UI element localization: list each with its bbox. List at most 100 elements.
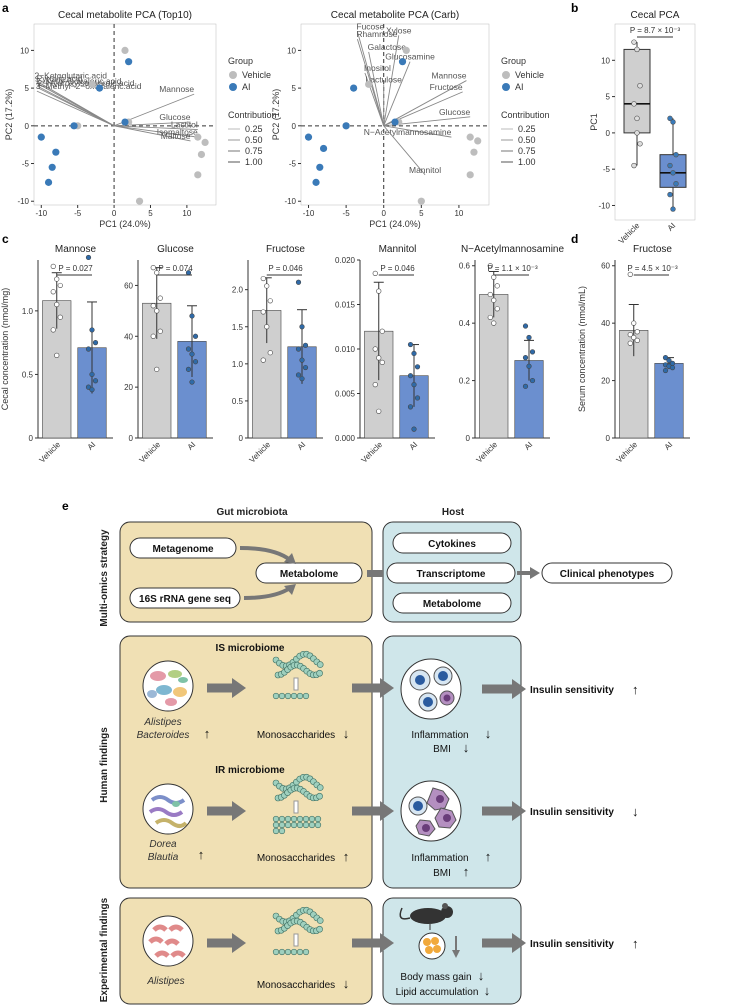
x-tick-label: Vehicle — [617, 221, 642, 246]
free-monosaccharide — [278, 948, 286, 956]
data-point — [264, 283, 270, 289]
arrowhead-is-1 — [232, 678, 246, 698]
y-tick-label: 0.010 — [335, 345, 356, 354]
data-point — [627, 332, 633, 338]
data-point — [89, 371, 95, 378]
legend-title: Group — [228, 56, 253, 66]
pill-metabolome-host-label: Metabolome — [423, 599, 482, 610]
pill-16s — [129, 587, 241, 609]
data-point — [154, 308, 160, 314]
free-monosaccharide — [314, 821, 322, 829]
contribution-item: 0.50 — [245, 135, 263, 145]
data-point-vehicle — [135, 197, 144, 205]
data-point — [414, 395, 421, 401]
free-monosaccharide — [272, 827, 280, 835]
data-point-ai — [44, 178, 53, 186]
data-point — [50, 289, 56, 295]
y-tick-label: 10 — [287, 46, 296, 55]
data-point — [491, 320, 497, 326]
plot-frame — [33, 23, 217, 206]
loading-label: Xylose — [386, 25, 412, 35]
data-point — [376, 288, 382, 294]
bar-chart-6: Mannitol0.0000.0050.0100.0150.020Vehicle… — [335, 244, 435, 465]
data-point — [57, 314, 63, 320]
is-outcome: Insulin sensitivity — [530, 685, 614, 696]
pill-metabolome-microbiota-label: Metabolome — [280, 569, 339, 580]
pill-clinical-label: Clinical phenotypes — [560, 569, 655, 580]
y-tick-label: 20 — [124, 383, 133, 392]
data-point — [267, 350, 273, 356]
y-axis-label: PC2 (17.2%) — [4, 89, 14, 141]
loading-arrow — [38, 87, 115, 127]
bar-title: N−Acetylmannosamine — [461, 244, 565, 255]
box-point — [667, 115, 673, 122]
x-tick-label: AI — [86, 440, 98, 452]
y-tick-label: -10 — [598, 201, 610, 210]
plot-frame — [300, 23, 490, 206]
data-point — [299, 376, 305, 382]
data-point — [260, 275, 266, 282]
free-monosaccharide — [296, 815, 304, 823]
y-tick-label: -5 — [289, 160, 297, 169]
loading-arrow — [383, 125, 452, 138]
stat-label: P = 0.074 — [158, 264, 193, 273]
contribution-title: Contribution — [501, 110, 550, 120]
sugar-unit — [316, 669, 323, 677]
exp-bodymass: Body mass gain — [400, 972, 471, 983]
x-tick-label: -10 — [35, 209, 47, 218]
bar-vehicle — [479, 294, 509, 439]
panel-label-e: e — [62, 499, 69, 513]
free-monosaccharide — [278, 692, 286, 700]
bacteria-illustration-is — [142, 660, 194, 712]
data-point-ai — [125, 58, 133, 66]
x-tick-label: AI — [523, 440, 535, 452]
pill-transcriptome-label: Transcriptome — [417, 569, 486, 580]
y-tick-label: 0 — [25, 122, 30, 131]
data-point — [302, 364, 309, 371]
box-point — [634, 115, 640, 122]
is-bmi-arrow: ↓ — [463, 740, 470, 755]
data-point — [379, 359, 385, 365]
data-point-vehicle — [88, 80, 96, 88]
box-point — [637, 83, 643, 89]
stat-label: P = 0.046 — [268, 264, 303, 273]
y-tick-label: -5 — [603, 165, 611, 174]
box-point — [670, 119, 676, 125]
ir-bmi: BMI — [433, 868, 451, 879]
exp-outcome: Insulin sensitivity — [530, 939, 614, 950]
free-monosaccharide — [272, 948, 280, 956]
data-point — [150, 265, 156, 271]
data-point — [494, 306, 500, 312]
pill-cytokines — [392, 532, 512, 554]
free-monosaccharide — [272, 821, 280, 829]
x-tick-label: 5 — [419, 209, 424, 218]
free-monosaccharide — [278, 827, 286, 835]
y-tick-label: 0.5 — [22, 370, 34, 379]
free-monosaccharide — [302, 821, 310, 829]
ir-inflammation-arrow: ↑ — [485, 849, 492, 864]
ir-bmi-arrow: ↑ — [463, 864, 470, 879]
column-header-microbiota: Gut microbiota — [216, 507, 288, 518]
x-tick-label: 0 — [112, 209, 117, 218]
pill-metabolome-microbiota — [255, 562, 363, 584]
sugar-unit — [316, 784, 324, 791]
loading-label: 2−Keto−isovaleric.acid — [36, 76, 122, 86]
free-monosaccharide — [290, 948, 298, 956]
stat-label: P = 4.5 × 10⁻³ — [627, 264, 678, 273]
contribution-item: 0.25 — [518, 124, 536, 134]
contribution-item: 0.75 — [518, 146, 536, 156]
data-point — [92, 340, 99, 346]
breakdown-arrow — [293, 933, 299, 947]
loading-arrow — [383, 80, 467, 127]
box-point — [631, 101, 637, 107]
data-point — [185, 346, 192, 352]
free-monosaccharide — [296, 948, 304, 956]
sugar-unit — [316, 792, 323, 800]
arrow-metagenome-to-metabolome — [239, 546, 292, 562]
legend-swatch — [502, 83, 510, 91]
loading-arrow — [368, 51, 385, 126]
